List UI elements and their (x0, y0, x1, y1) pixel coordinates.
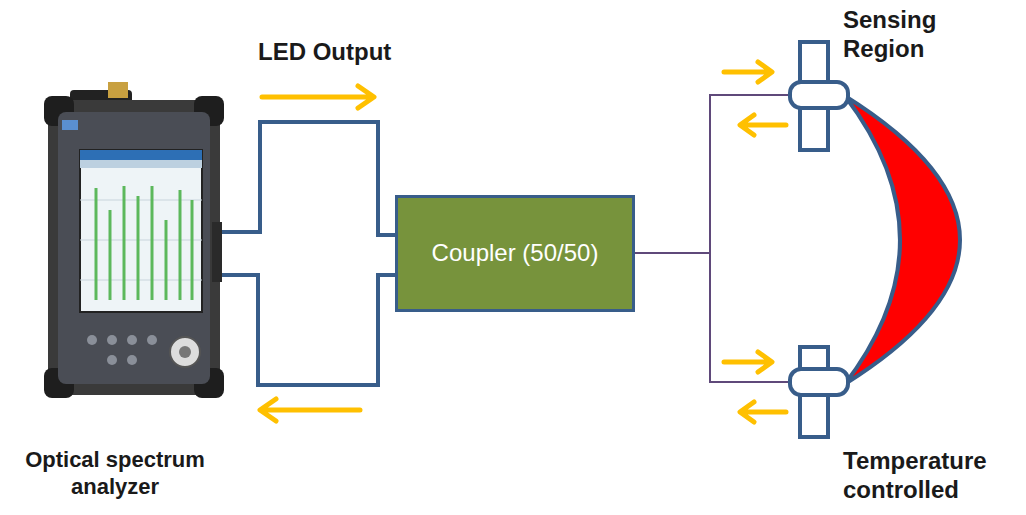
coupler-box: Coupler (50/50) (395, 195, 635, 312)
signal-label: LED Output (258, 38, 391, 66)
analyzer-node: Optical spectrum analyzer (8, 88, 222, 508)
node-text: Sensing Region (843, 6, 1020, 64)
fiber-connector (790, 42, 848, 437)
sensing-node: Sensing RegionTemperature controlled (788, 0, 1024, 515)
sensing-crescent (845, 96, 960, 384)
node-text: Temperature controlled (843, 447, 1020, 505)
node-text: Optical spectrum analyzer (8, 447, 222, 500)
light-arrow (260, 62, 786, 422)
fiber-line (222, 275, 395, 385)
node-text: Coupler (50/50) (432, 239, 599, 268)
fiber-line (222, 122, 395, 235)
fiber-line (635, 95, 788, 253)
analyzer-device (44, 82, 224, 398)
fiber-line (635, 253, 788, 382)
